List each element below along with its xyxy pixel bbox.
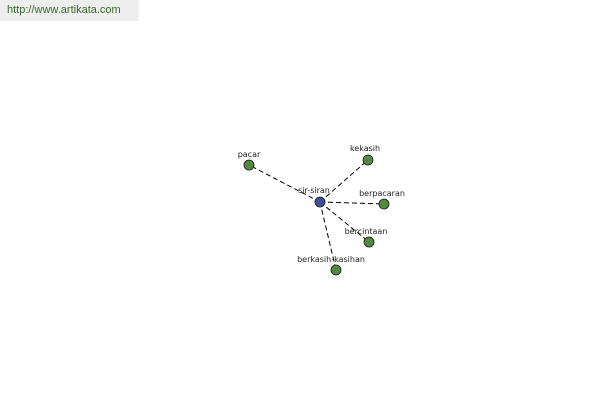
node-label-center[interactable]: sir-siran	[298, 186, 330, 195]
node-label-pacar[interactable]: pacar	[238, 150, 261, 159]
edge-center-berpacaran	[319, 201, 385, 205]
node-kekasih[interactable]	[362, 154, 374, 166]
node-label-bercintaan[interactable]: bercintaan	[345, 227, 388, 236]
edge-center-bercintaan	[319, 201, 370, 243]
node-pacar[interactable]	[243, 159, 255, 171]
label-layer: pacar kekasih berpacaran bercintaan berkasih…	[238, 144, 405, 264]
edge-center-pacar	[248, 164, 321, 203]
node-berpacaran[interactable]	[378, 198, 390, 210]
node-berkasih-kasihan[interactable]	[330, 264, 342, 276]
watermark-bar: http://www.artikata.com	[0, 0, 139, 21]
edge-layer	[248, 159, 385, 271]
node-label-kekasih[interactable]: kekasih	[350, 144, 380, 153]
node-bercintaan[interactable]	[363, 236, 375, 248]
watermark-url[interactable]: http://www.artikata.com	[7, 4, 121, 16]
edge-center-kekasih	[319, 159, 369, 203]
node-layer	[243, 154, 390, 276]
node-label-berkasih-kasihan[interactable]: berkasih-kasihan	[297, 255, 365, 264]
node-label-berpacaran[interactable]: berpacaran	[359, 189, 405, 198]
edge-center-berkasih-kasihan	[319, 201, 337, 271]
node-center[interactable]	[314, 196, 326, 208]
